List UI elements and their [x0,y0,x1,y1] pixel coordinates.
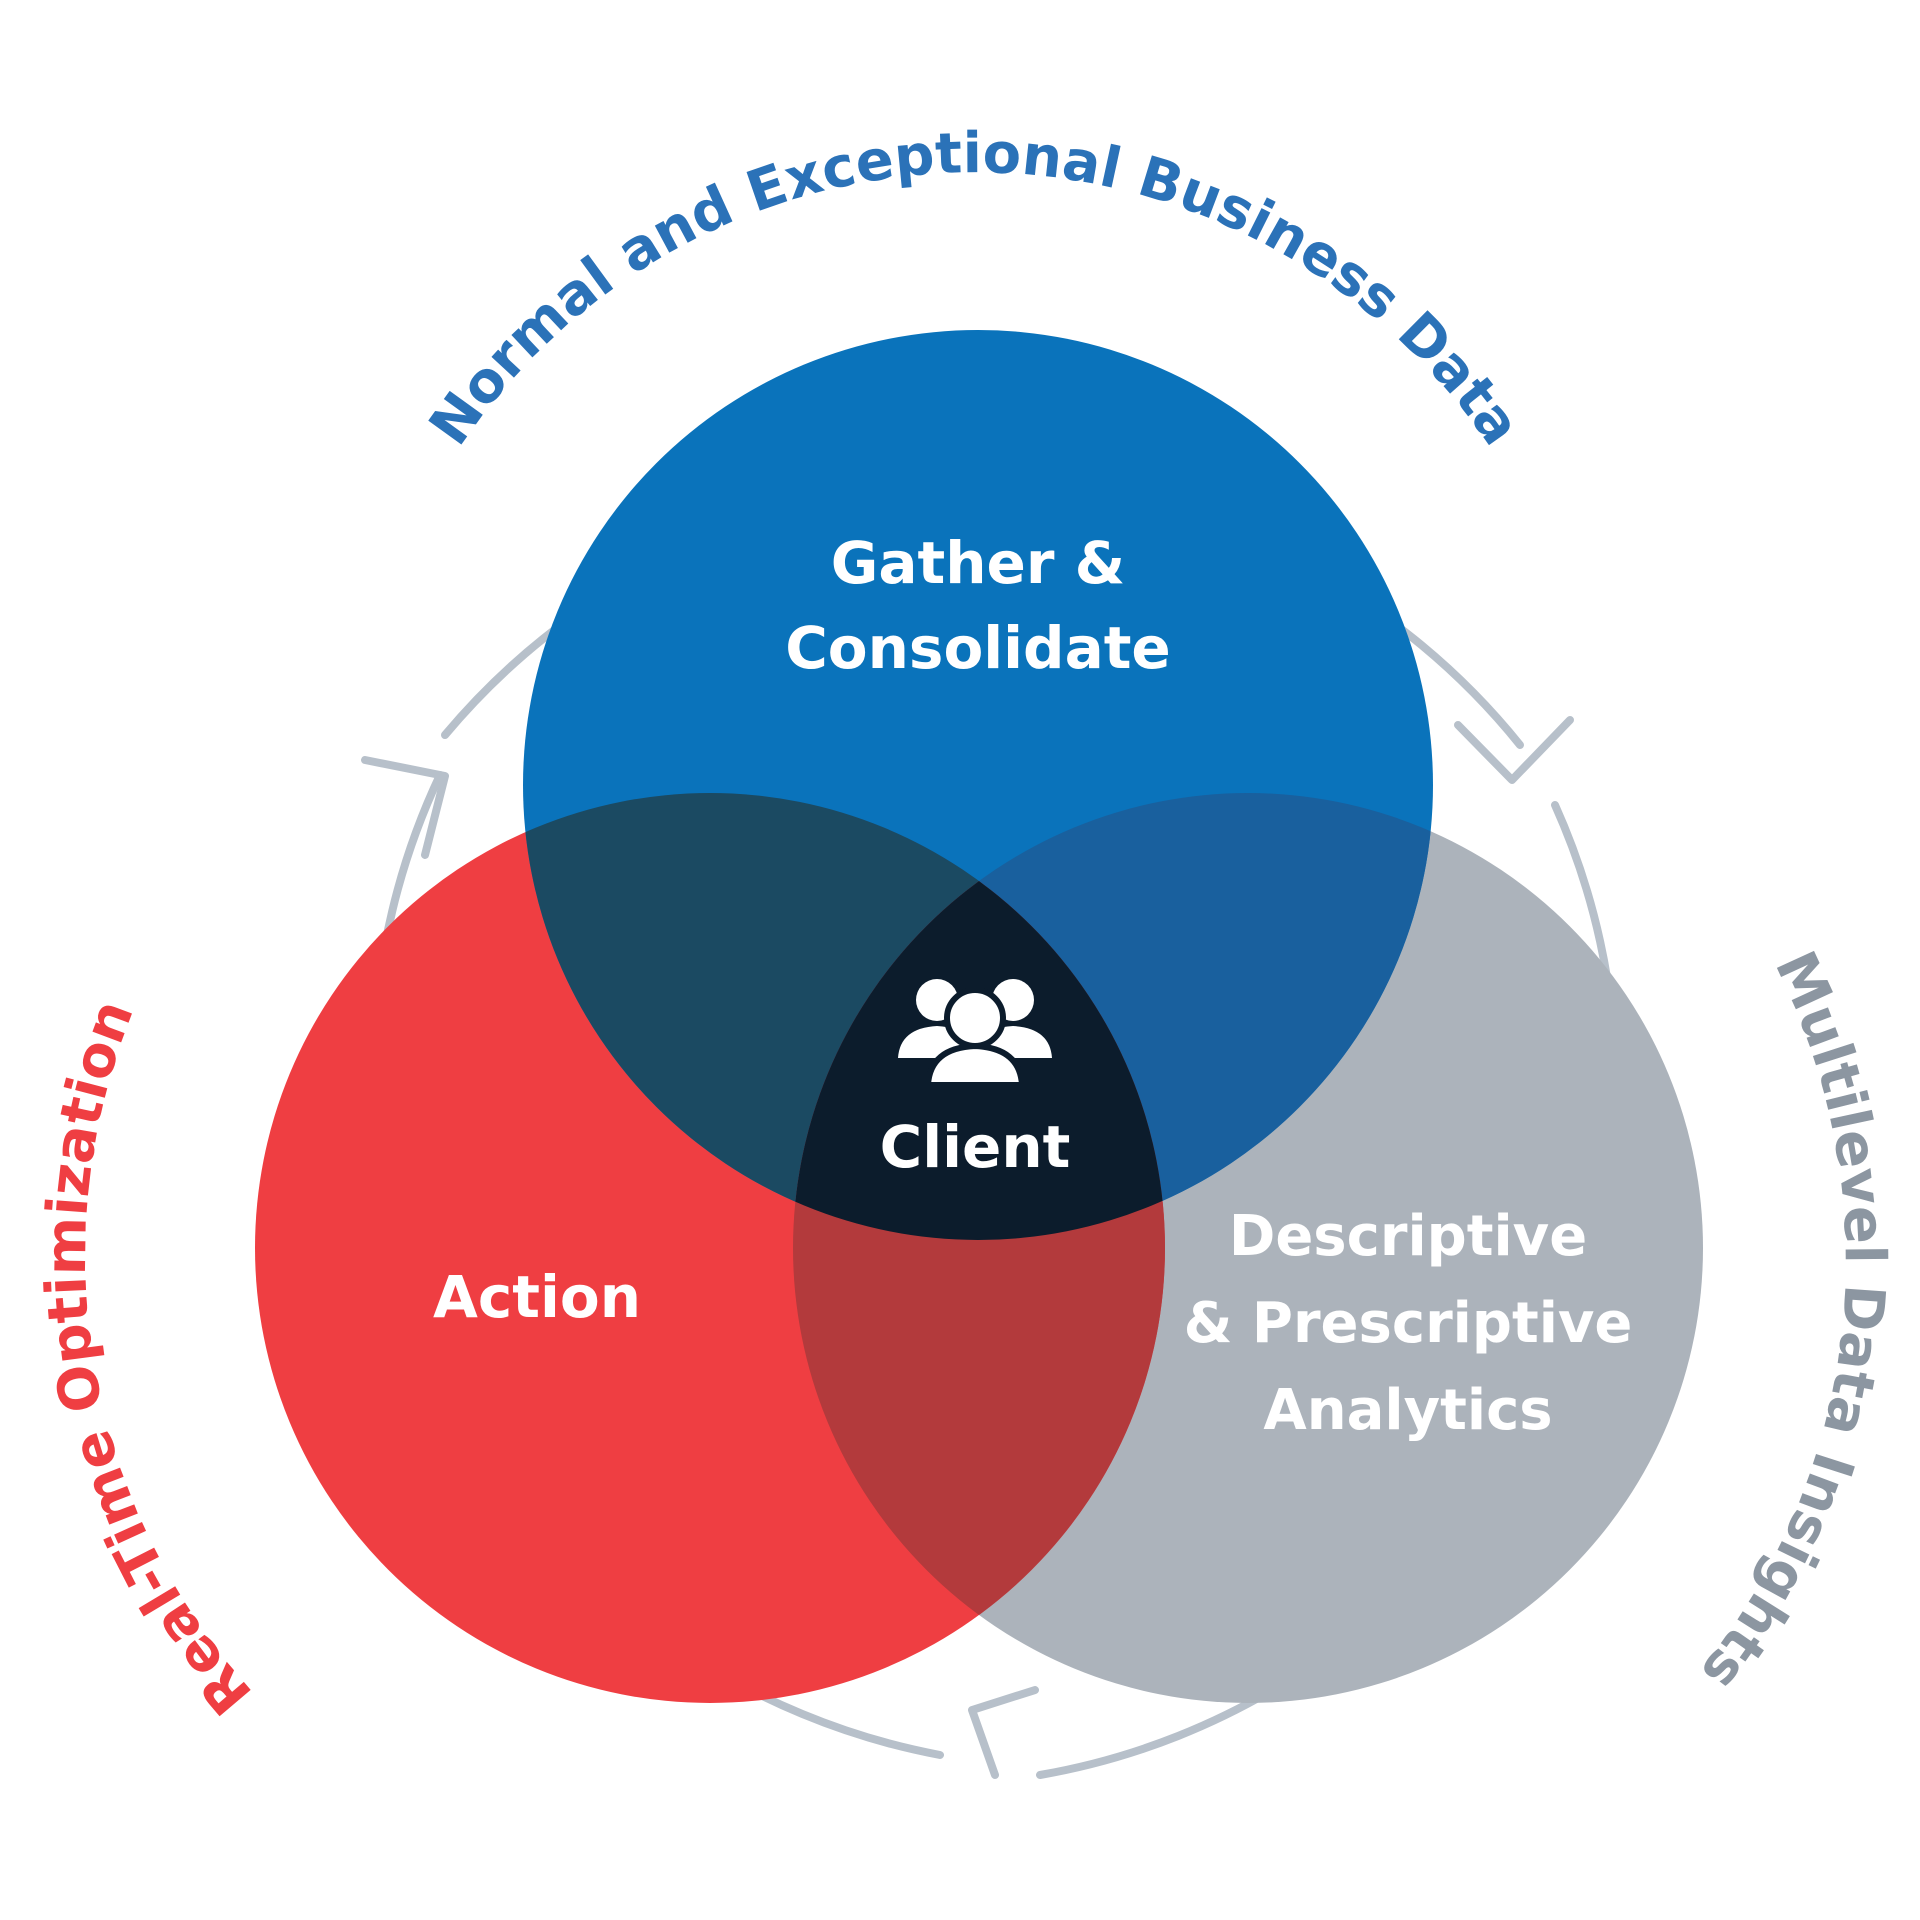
analytics-label-line2: & Prescriptive [1184,1291,1633,1356]
overlap-center-client [793,793,1165,1240]
client-label: Client [880,1113,1071,1181]
analytics-label-line1: Descriptive [1229,1204,1587,1269]
real-time-optimization-label: Real-Time Optimization [34,991,265,1726]
top-arc-arrowhead [1454,716,1574,784]
multilevel-insights-label: Multilevel Data Insights [1688,942,1897,1703]
group-of-people-icon [898,979,1052,1088]
gather-label-line1: Gather & [831,529,1125,597]
right-arc-arrowhead [968,1686,1039,1779]
left-arc-arrowhead [361,756,449,859]
analytics-label-line3: Analytics [1263,1378,1552,1443]
action-label: Action [433,1263,641,1331]
gather-label-line2: Consolidate [785,614,1171,682]
